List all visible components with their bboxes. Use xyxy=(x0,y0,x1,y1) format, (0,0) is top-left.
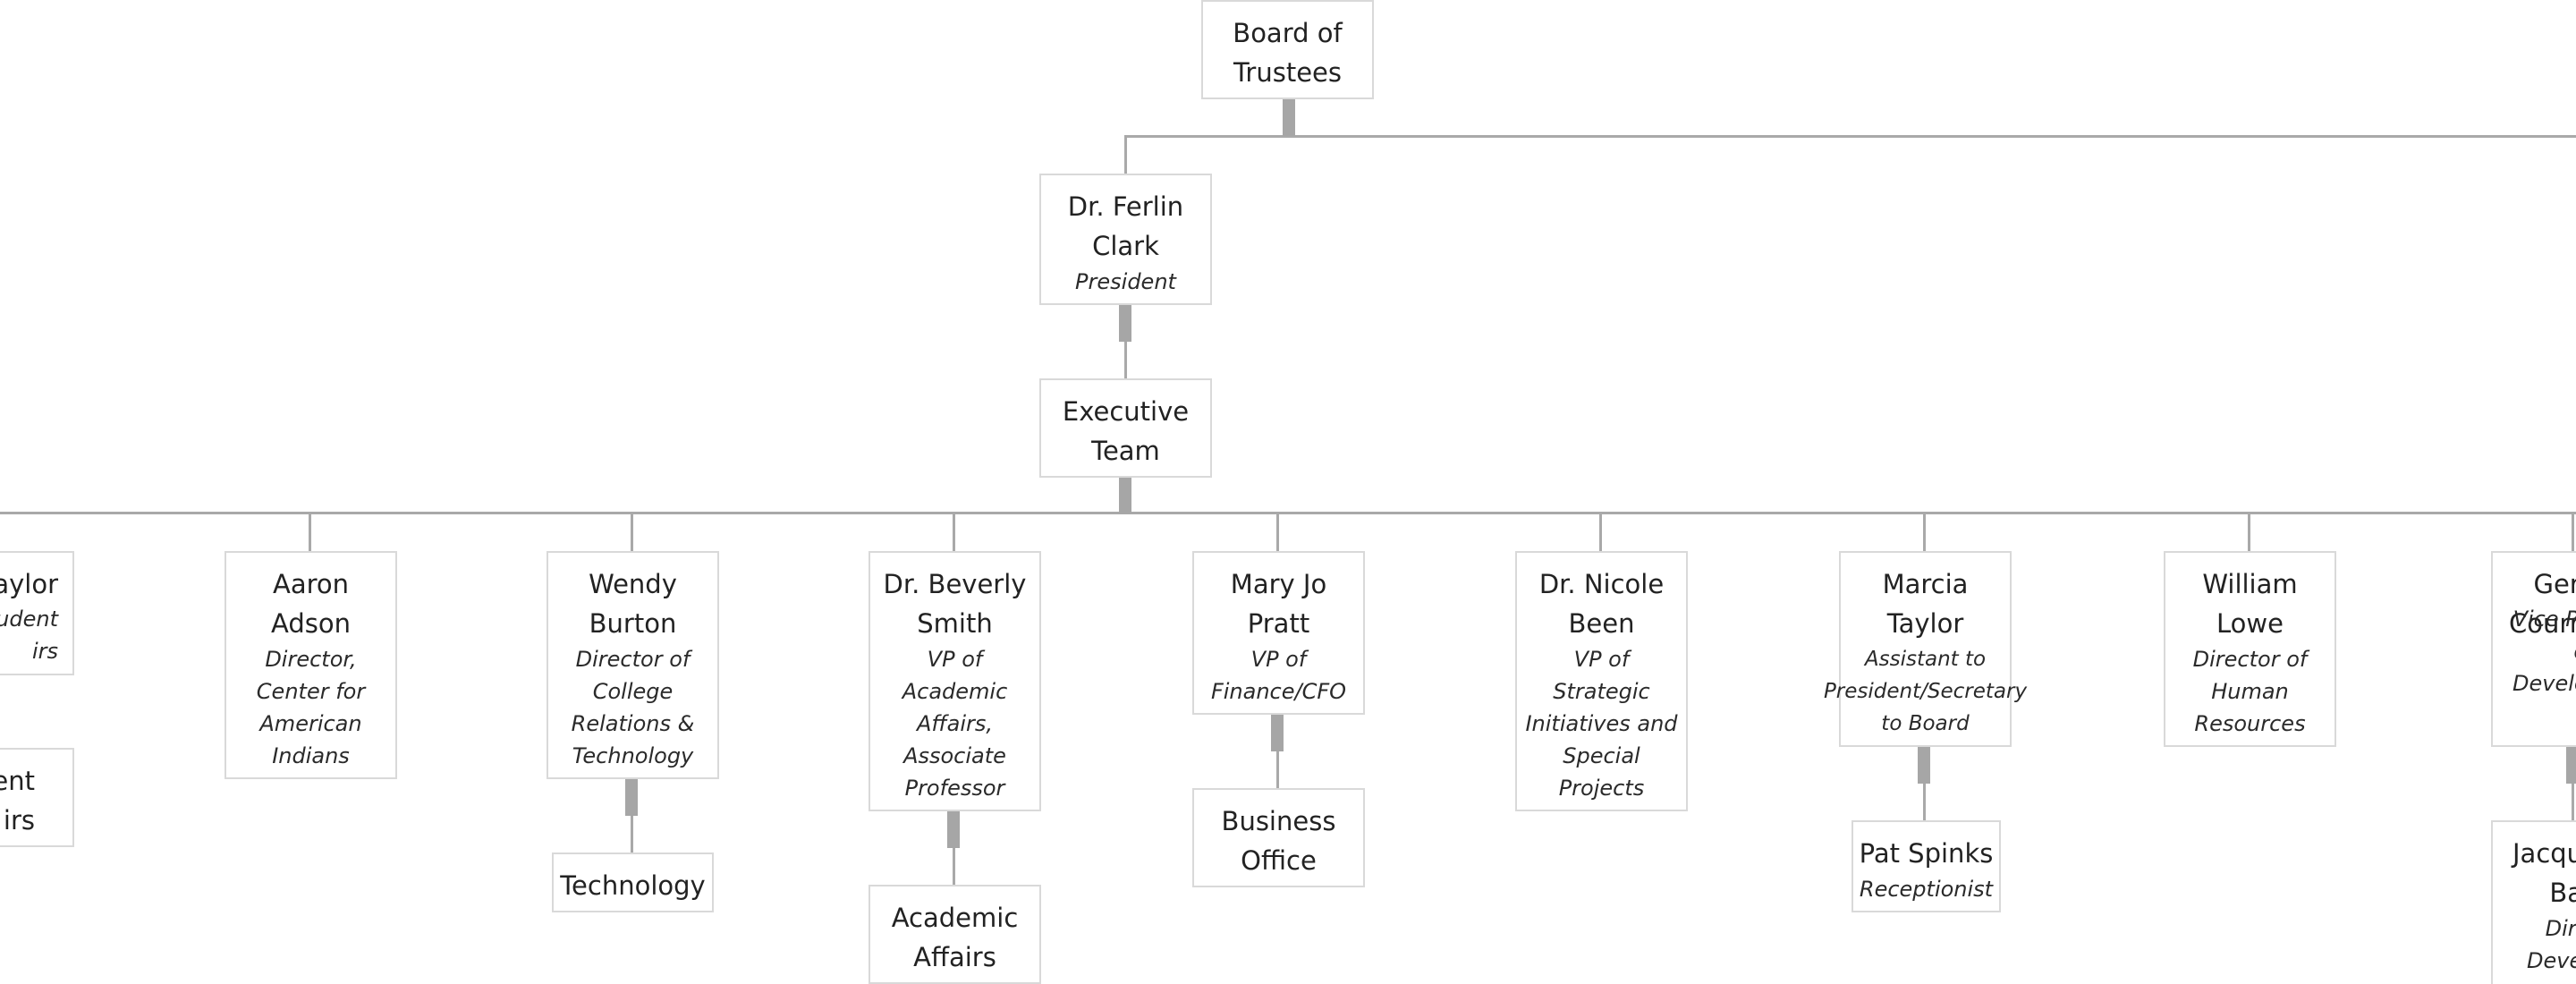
connector-report-drop xyxy=(2572,512,2574,552)
node-title: Direc Develo xyxy=(2527,916,2576,973)
node-title: Director of College Relations & Technolo… xyxy=(571,647,695,768)
connector-report-sub xyxy=(631,778,633,853)
connector-president-drop xyxy=(1124,135,1127,174)
node-title: Director of Human Resources xyxy=(2192,647,2308,736)
node-wendy-burton[interactable]: Wendy Burton Director of College Relatio… xyxy=(547,551,719,779)
node-title: udent irs xyxy=(0,607,58,664)
node-nicole-been[interactable]: Dr. Nicole Been VP of Strategic Initiati… xyxy=(1515,551,1688,811)
node-name: Dr. Ferlin Clark xyxy=(1067,191,1184,261)
connector-report-sub xyxy=(2572,746,2574,821)
connector-report-sub xyxy=(953,810,955,886)
node-name: Dr. Nicole Been xyxy=(1538,569,1665,639)
node-title: Receptionist xyxy=(1859,877,1994,902)
node-name: ent irs xyxy=(0,766,35,836)
node-title: VP of Academic Affairs, Associate Profes… xyxy=(902,647,1008,801)
collapse-handle[interactable] xyxy=(1283,99,1295,136)
node-name: Wendy Burton xyxy=(589,569,677,639)
connector-report-drop xyxy=(309,512,311,552)
connector-report-drop xyxy=(1923,512,1926,552)
node-name: Aaron Adson xyxy=(271,569,351,639)
node-name: Academic Affairs xyxy=(891,903,1019,972)
connector-report-drop xyxy=(953,512,955,552)
collapse-handle[interactable] xyxy=(947,811,960,848)
node-name: Dr. Beverly Smith xyxy=(883,569,1027,639)
node-name: Executive Team xyxy=(1062,396,1190,466)
node-business-office[interactable]: Business Office xyxy=(1192,788,1365,887)
connector-reports-level xyxy=(0,512,2576,514)
connector-report-drop xyxy=(1276,512,1279,552)
node-name: Technology xyxy=(560,870,706,901)
node-name: Ger Courr xyxy=(2509,569,2576,639)
node-beverly-smith[interactable]: Dr. Beverly Smith VP of Academic Affairs… xyxy=(869,551,1041,811)
node-aaron-adson[interactable]: Aaron Adson Director, Center for America… xyxy=(225,551,397,779)
collapse-handle[interactable] xyxy=(2566,747,2576,784)
collapse-handle[interactable] xyxy=(625,779,638,816)
node-pat-spinks[interactable]: Pat Spinks Receptionist xyxy=(1852,820,2001,912)
node-name: Mary Jo Pratt xyxy=(1230,569,1327,639)
node-president[interactable]: Dr. Ferlin Clark President xyxy=(1039,174,1212,305)
node-title: Assistant to President/Secretary to Boar… xyxy=(1823,648,2028,735)
collapse-handle[interactable] xyxy=(1271,715,1284,751)
node-academic-affairs[interactable]: Academic Affairs xyxy=(869,885,1041,984)
node-sub-student-affairs[interactable]: ent irs xyxy=(0,748,74,847)
node-mary-jo-pratt[interactable]: Mary Jo Pratt VP of Finance/CFO xyxy=(1192,551,1365,715)
node-title: VP of Finance/CFO xyxy=(1210,647,1347,704)
collapse-handle[interactable] xyxy=(1119,477,1131,513)
node-name: Pat Spinks xyxy=(1859,838,1994,869)
node-name: Jacqu Ba xyxy=(2512,838,2576,908)
connector-report-drop xyxy=(2248,512,2250,552)
connector-report-sub xyxy=(1923,746,1926,821)
node-title: VP of Strategic Initiatives and Special … xyxy=(1525,647,1678,801)
node-william-lowe[interactable]: William Lowe Director of Human Resources xyxy=(2164,551,2336,747)
node-title: Director, Center for American Indians xyxy=(256,647,366,768)
node-name: Business Office xyxy=(1221,806,1336,876)
node-name: Board of Trustees xyxy=(1233,18,1343,88)
node-marcia-taylor[interactable]: Marcia Taylor Assistant to President/Sec… xyxy=(1824,551,2027,747)
connector-report-sub xyxy=(1276,714,1279,789)
node-sub-development[interactable]: Jacqu Ba Direc Develo xyxy=(2491,820,2576,984)
node-technology[interactable]: Technology xyxy=(552,853,714,912)
node-report-student-affairs[interactable]: aylor udent irs xyxy=(0,551,74,675)
node-name: William Lowe xyxy=(2202,569,2298,639)
node-report-development[interactable]: Ger Courr Vice Pr d Develo xyxy=(2491,551,2576,747)
connector-report-drop xyxy=(631,512,633,552)
node-title: President xyxy=(1075,269,1176,294)
connector-report-drop xyxy=(1599,512,1602,552)
node-board-of-trustees[interactable]: Board of Trustees xyxy=(1201,0,1374,99)
connector-board-level xyxy=(1124,135,2576,138)
node-name: aylor xyxy=(0,569,58,599)
connector-president-executive xyxy=(1124,304,1127,379)
node-executive-team[interactable]: Executive Team xyxy=(1039,378,1212,478)
node-name: Marcia Taylor xyxy=(1882,569,1969,639)
collapse-handle[interactable] xyxy=(1119,305,1131,342)
node-title: Vice Pr d Develo xyxy=(2512,607,2576,696)
collapse-handle[interactable] xyxy=(1918,747,1930,784)
